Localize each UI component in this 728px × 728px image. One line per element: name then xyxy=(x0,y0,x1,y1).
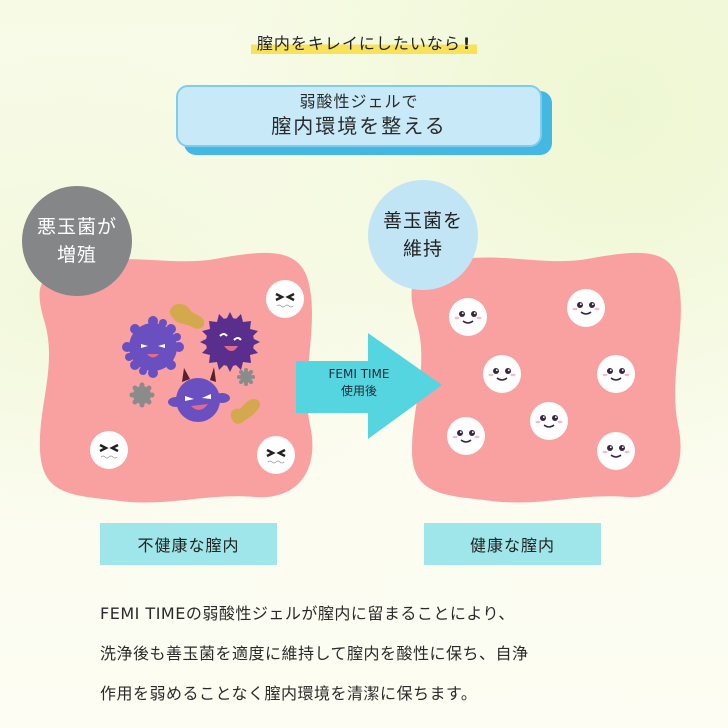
horned-germ-icon xyxy=(168,367,230,422)
bad-bacteria-cluster xyxy=(122,303,261,424)
spiky-germ-icon xyxy=(122,316,184,378)
title-line-2: 膣内環境を整える xyxy=(271,114,447,138)
smiling-face-icon xyxy=(483,355,521,393)
smiling-face-icon xyxy=(567,289,605,327)
title-line-1: 弱酸性ジェルで xyxy=(299,92,419,111)
tagline-highlight: 膣内をキレイにしたいなら! xyxy=(250,30,478,56)
small-gray-germ-icon xyxy=(129,382,155,408)
badge-line-2: 維持 xyxy=(402,238,443,260)
tagline-text: 膣内をキレイにしたいなら xyxy=(256,34,461,53)
description: FEMI TIMEの弱酸性ジェルが膣内に留まることにより、 洗浄後も善玉菌を適度… xyxy=(100,594,660,714)
bad-bacteria-badge: 悪玉菌が 増殖 xyxy=(22,186,132,296)
smiling-face-icon xyxy=(449,298,487,336)
smiling-face-icon xyxy=(597,432,635,470)
dark-spiky-germ-icon xyxy=(200,312,260,372)
title-box: 弱酸性ジェルで 膣内環境を整える xyxy=(176,85,542,147)
arrow-right-icon xyxy=(296,333,442,439)
description-line-2: 洗浄後も善玉菌を適度に維持して膣内を酸性に保ち、自浄 xyxy=(100,644,529,663)
smiling-face-icon xyxy=(597,355,635,393)
description-line-3: 作用を弱めることなく膣内環境を清潔に保ちます。 xyxy=(100,684,478,703)
badge-line-2: 増殖 xyxy=(56,244,97,266)
rod-bacteria-icon xyxy=(169,303,205,329)
arrow-label-line-2: 使用後 xyxy=(340,384,377,398)
distressed-face-icon xyxy=(266,280,304,318)
healthy-label: 健康な膣内 xyxy=(424,523,601,565)
tagline: 膣内をキレイにしたいなら! xyxy=(0,30,728,56)
rod-bacteria-icon xyxy=(230,399,261,424)
distressed-face-icon xyxy=(257,436,295,474)
arrow-label-line-1: FEMI TIME xyxy=(328,367,390,381)
unhealthy-label: 不健康な膣内 xyxy=(100,523,277,565)
badge-line-1: 悪玉菌が xyxy=(36,216,117,238)
smiling-face-icon xyxy=(447,417,485,455)
arrow-label: FEMI TIME 使用後 xyxy=(296,366,422,400)
description-line-1: FEMI TIMEの弱酸性ジェルが膣内に留まることにより、 xyxy=(100,604,515,623)
distressed-face-icon xyxy=(90,431,128,469)
good-bacteria-badge: 善玉菌を 維持 xyxy=(368,180,478,290)
smiling-face-icon xyxy=(530,402,568,440)
small-gray-germ-icon xyxy=(237,368,255,386)
exclamation-mark: ! xyxy=(462,34,472,53)
badge-line-1: 善玉菌を xyxy=(382,210,463,232)
